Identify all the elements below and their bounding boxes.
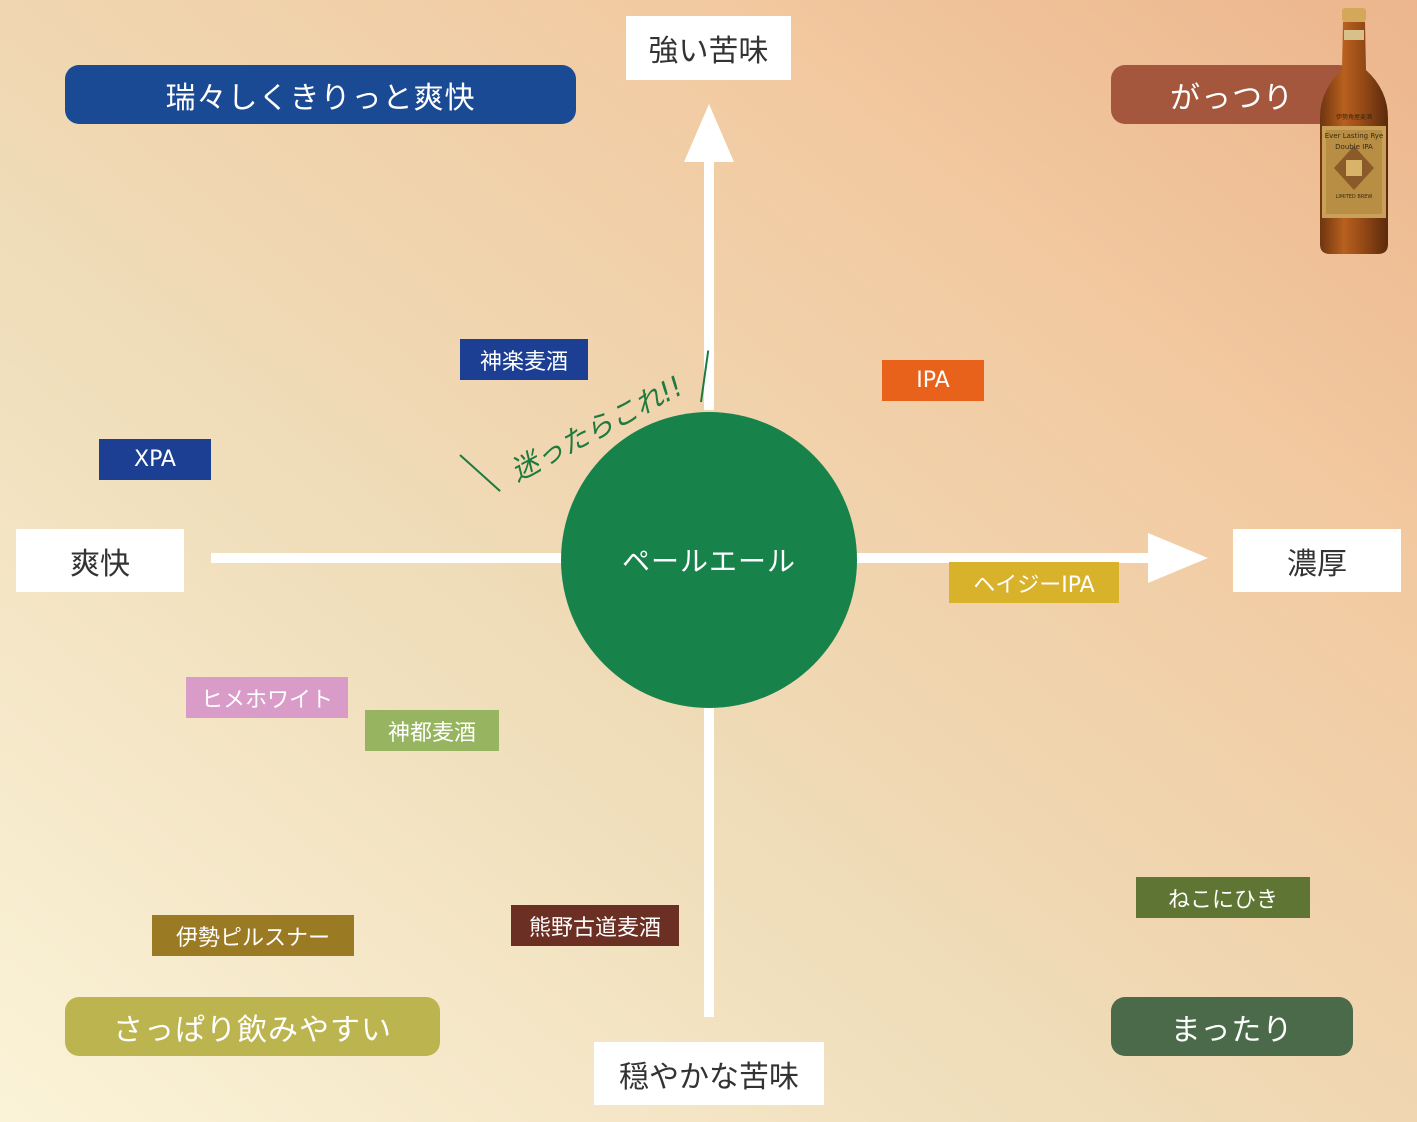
beer-tag-kumano-kodo: 熊野古道麦酒 [511, 905, 679, 946]
arrow-up-icon [684, 104, 734, 162]
beer-tag-kagura: 神楽麦酒 [460, 339, 588, 380]
quadrant-top-right: がっつり [1111, 65, 1353, 124]
horizontal-axis-left [211, 553, 566, 563]
axis-label-bottom: 穏やかな苦味 [594, 1042, 824, 1105]
quadrant-bottom-right: まったり [1111, 997, 1353, 1056]
quadrant-bottom-left: さっぱり飲みやすい [65, 997, 440, 1056]
quadrant-top-left: 瑞々しくきりっと爽快 [65, 65, 576, 124]
beer-bottle-image [1320, 8, 1388, 254]
bottle-label-style: Double IPA [1335, 143, 1373, 151]
beer-tag-xpa: XPA [99, 439, 211, 480]
vertical-axis-top [704, 150, 714, 410]
beer-tag-hime-white: ヒメホワイト [186, 677, 348, 718]
axis-label-right: 濃厚 [1233, 529, 1401, 592]
beer-tag-hazy-ipa: ヘイジーIPA [949, 562, 1119, 603]
beer-tag-jingu: 神都麦酒 [365, 710, 499, 751]
beer-tag-neko-nihiki: ねこにひき [1136, 877, 1310, 918]
vertical-axis-bottom [704, 705, 714, 1017]
bottle-label-brewery: 伊勢角屋麦酒 [1335, 114, 1372, 121]
center-circle-pale-ale: ペールエール [561, 412, 857, 708]
axis-label-top: 強い苦味 [626, 16, 791, 80]
beer-tag-ise-pilsner: 伊勢ピルスナー [152, 915, 354, 956]
axis-label-left: 爽快 [16, 529, 184, 592]
beer-tag-ipa: IPA [882, 360, 984, 401]
note-stroke-left [459, 454, 501, 492]
bottle-label-limited: LIMITED BREW [1335, 194, 1373, 200]
horizontal-axis-right [850, 553, 1150, 563]
bottle-label-name: Ever Lasting Rye [1324, 132, 1384, 140]
arrow-right-icon [1148, 533, 1208, 583]
